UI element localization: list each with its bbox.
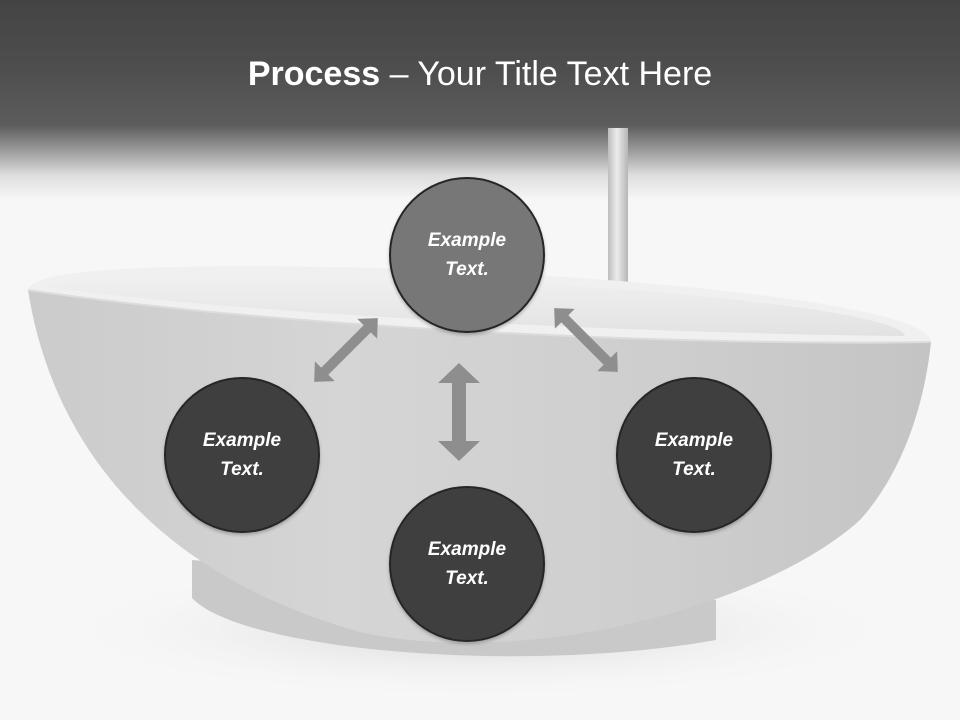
title-strong: Process bbox=[247, 55, 381, 93]
arrow-top-left bbox=[314, 318, 378, 382]
node-right-line1: Example bbox=[654, 430, 734, 451]
node-bottom-line1: Example bbox=[427, 539, 507, 560]
node-left-line2: Text. bbox=[220, 459, 264, 480]
arrow-top-right bbox=[554, 308, 618, 372]
node-bottom-line2: Text. bbox=[445, 568, 489, 589]
node-left-line1: Example bbox=[202, 430, 282, 451]
title-bar bbox=[0, 0, 960, 200]
arrow-vertical bbox=[438, 363, 480, 461]
node-top-line1: Example bbox=[427, 230, 507, 251]
title-rest: – Your Title Text Here bbox=[380, 55, 713, 93]
slide-title: Process – Your Title Text Here bbox=[0, 52, 960, 96]
node-right-line2: Text. bbox=[672, 459, 716, 480]
node-top-line2: Text. bbox=[445, 259, 489, 280]
faucet-pipe bbox=[608, 128, 628, 284]
